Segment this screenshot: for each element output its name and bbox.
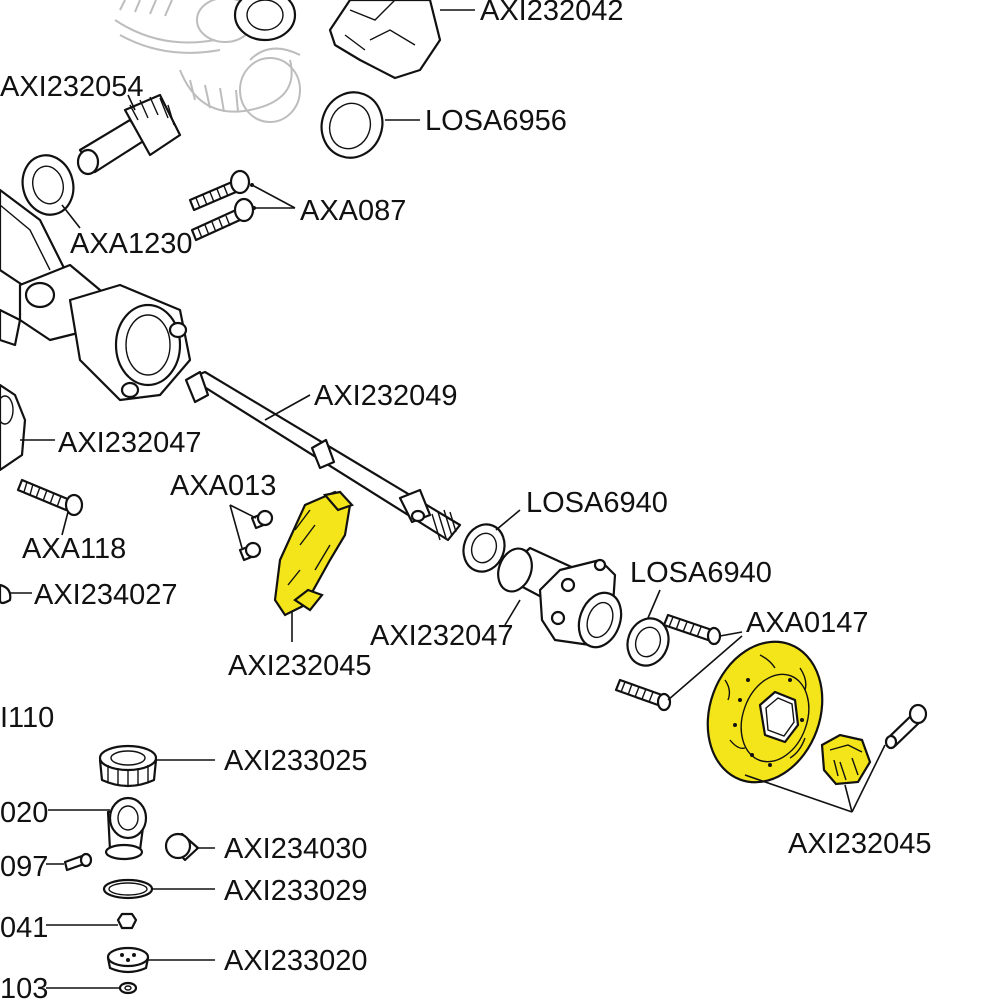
- label-axi232047-left: AXI232047: [58, 427, 202, 459]
- screw-097: [46, 852, 93, 872]
- label-axa1230: AXA1230: [70, 228, 193, 260]
- bearing-losa6940-a: [462, 509, 521, 573]
- label-axa118: AXA118: [22, 533, 126, 565]
- housing-axi232042: [233, 0, 475, 80]
- label-axa087: AXA087: [300, 195, 406, 227]
- hub-carrier-axi232045-yellow: [273, 490, 354, 642]
- label-axi234030: AXI234030: [224, 833, 368, 865]
- screws-axa087: [188, 169, 296, 242]
- knuckle-axi232047: [497, 546, 623, 649]
- shock-body-020: [48, 796, 148, 861]
- label-axi233025: AXI233025: [224, 745, 368, 777]
- label-axi232045-left: AXI232045: [228, 650, 372, 682]
- piston-axi233020: [106, 946, 215, 974]
- label-axi233020: AXI233020: [224, 945, 368, 977]
- screw-axa118: [16, 478, 84, 536]
- washer-103: [46, 981, 138, 995]
- label-axi232042: AXI232042: [480, 0, 624, 27]
- oring-axi233029: [102, 878, 215, 900]
- label-097-partial: 097: [0, 851, 48, 883]
- screws-axa0147: [614, 613, 743, 712]
- screws-axa013: [229, 504, 274, 562]
- leaders-axi232045-right: [744, 744, 886, 813]
- pinion-gear-axi232054: [76, 93, 182, 176]
- label-axi233029: AXI233029: [224, 875, 368, 907]
- label-axa013: AXA013: [170, 470, 276, 502]
- axle-housing-body: [0, 188, 192, 402]
- label-103-partial: 103: [0, 973, 48, 1000]
- label-axi234027: AXI234027: [34, 579, 178, 611]
- nut-041: [46, 912, 138, 930]
- label-axi232054: AXI232054: [0, 71, 144, 103]
- knuckle-left-axi232047: [0, 383, 55, 472]
- label-axa0147: AXA0147: [746, 607, 869, 639]
- pin-screw: [884, 703, 928, 750]
- label-axi232049: AXI232049: [314, 380, 458, 412]
- label-axi232047-mid: AXI232047: [370, 620, 514, 652]
- hex-hub-axi232045: [820, 733, 872, 786]
- label-losa6940-b: LOSA6940: [630, 557, 772, 589]
- ghost-gear-parts: [114, 0, 301, 123]
- bearing-losa6956: [320, 91, 420, 159]
- label-i110-partial: I110: [0, 702, 54, 734]
- axle-shaft-axi232049: [184, 370, 462, 542]
- brake-rotor-axi232045: [706, 640, 824, 784]
- nut-axi233025: [98, 744, 215, 788]
- part-axi234027: [0, 583, 32, 605]
- part-axi234030: [164, 832, 215, 862]
- label-020-partial: 020: [0, 797, 48, 829]
- label-losa6956: LOSA6956: [425, 105, 567, 137]
- bearing-losa6940-b: [626, 589, 670, 667]
- bearing-axa1230: [21, 154, 81, 229]
- label-losa6940-a: LOSA6940: [526, 487, 668, 519]
- label-041-partial: 041: [0, 912, 48, 944]
- label-axi232045-right: AXI232045: [788, 828, 932, 860]
